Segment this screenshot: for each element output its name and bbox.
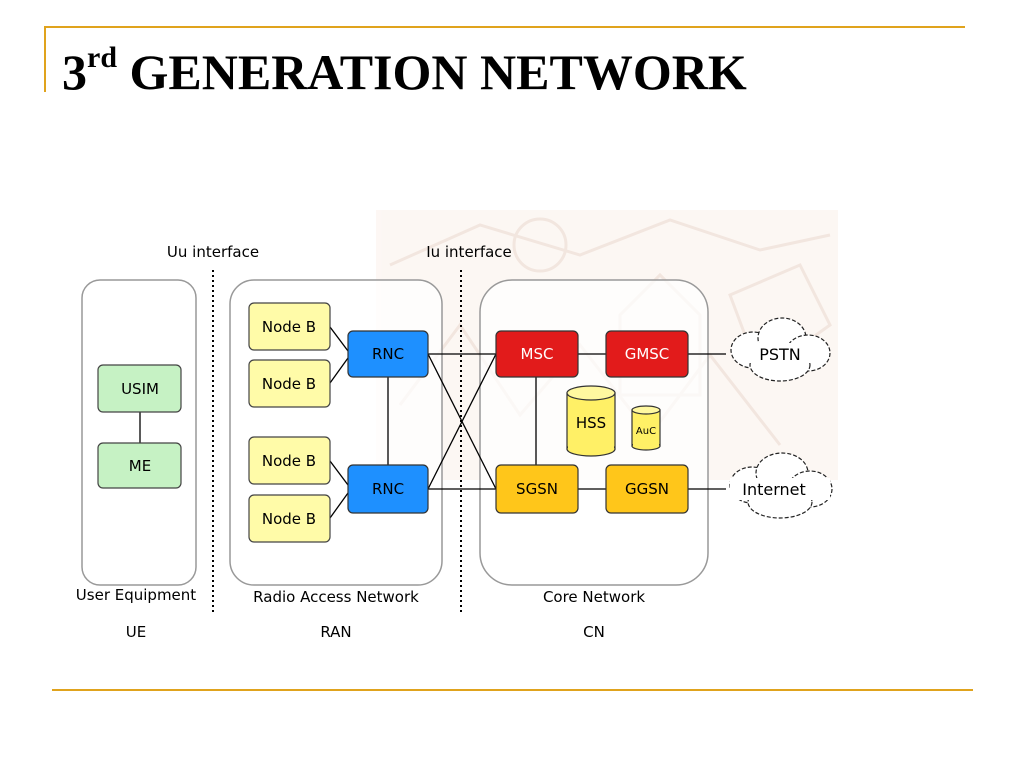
ggsn-node xyxy=(605,464,689,514)
node-b-4 xyxy=(248,494,331,543)
usim-label: USIM xyxy=(121,380,159,398)
sgsn-label: SGSN xyxy=(516,480,558,498)
gmsc-node xyxy=(605,330,689,378)
ue-domain-abbr: UE xyxy=(126,623,146,641)
hss-database xyxy=(566,385,616,457)
network-diagram: Uu interface Iu interface USIM ME Node B… xyxy=(76,210,838,641)
iu-interface-label: Iu interface xyxy=(426,243,512,261)
node-b-2-label: Node B xyxy=(262,375,316,393)
top-rule xyxy=(44,26,965,28)
slide-title: 3rd GENERATION NETWORK xyxy=(62,42,747,102)
auc-database xyxy=(631,405,661,451)
internet-label: Internet xyxy=(742,480,806,499)
cn-domain-abbr: CN xyxy=(583,623,605,641)
uu-interface-label: Uu interface xyxy=(167,243,259,261)
me-label: ME xyxy=(129,457,151,475)
hss-label: HSS xyxy=(576,414,606,432)
rnc-2-label: RNC xyxy=(372,480,404,498)
title-superscript: rd xyxy=(87,41,117,74)
ran-domain-label: Radio Access Network xyxy=(253,588,419,606)
me-node xyxy=(97,442,182,489)
msc-node xyxy=(495,330,579,378)
bottom-rule xyxy=(52,689,973,691)
pstn-cloud-fill xyxy=(742,343,820,363)
node-b-1-label: Node B xyxy=(262,318,316,336)
pstn-label: PSTN xyxy=(759,345,801,364)
node-b-1 xyxy=(248,302,331,351)
sgsn-node xyxy=(495,464,579,514)
title-rest: GENERATION NETWORK xyxy=(117,44,747,100)
node-b-3 xyxy=(248,436,331,485)
ggsn-label: GGSN xyxy=(625,480,669,498)
rnc-1-label: RNC xyxy=(372,345,404,363)
connectors xyxy=(139,326,726,519)
ran-domain-abbr: RAN xyxy=(320,623,351,641)
auc-label: AuC xyxy=(636,426,656,437)
usim-node xyxy=(97,364,182,413)
title-main: 3 xyxy=(62,44,87,100)
cn-domain-label: Core Network xyxy=(543,588,645,606)
msc-label: MSC xyxy=(521,345,554,363)
left-rule xyxy=(44,26,46,92)
gmsc-label: GMSC xyxy=(625,345,670,363)
node-b-3-label: Node B xyxy=(262,452,316,470)
node-b-2 xyxy=(248,359,331,408)
rnc-2 xyxy=(347,464,429,514)
ue-domain-box xyxy=(81,279,197,586)
internet-cloud-fill xyxy=(730,478,830,500)
ue-domain-label: User Equipment xyxy=(76,586,196,604)
rnc-1 xyxy=(347,330,429,378)
node-b-4-label: Node B xyxy=(262,510,316,528)
